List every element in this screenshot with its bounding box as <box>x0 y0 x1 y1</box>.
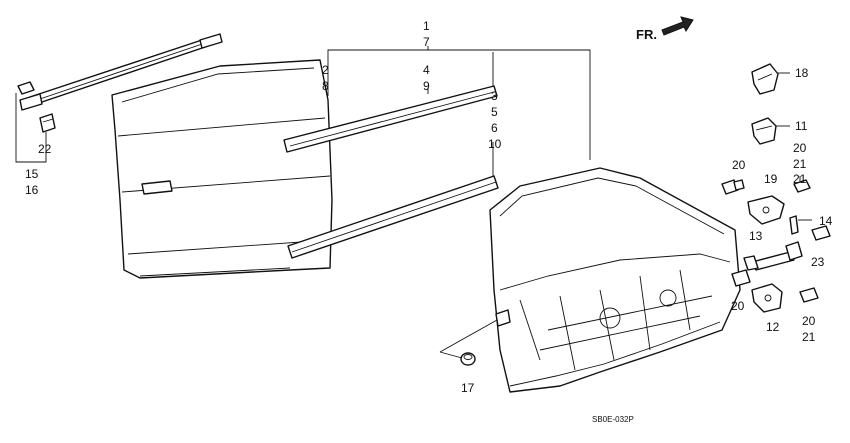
callout-20-b: 20 <box>732 158 746 172</box>
callout-7: 7 <box>423 35 430 49</box>
hinge-part-19 <box>747 195 785 225</box>
callout-21-a: 21 <box>793 157 807 171</box>
callout-15: 15 <box>25 167 39 181</box>
hinge-part-18 <box>751 63 779 95</box>
grommet-17 <box>460 352 476 366</box>
lower-sill-strip <box>287 175 499 259</box>
door-outer-panel <box>111 59 333 279</box>
callout-3: 3 <box>491 89 498 103</box>
callout-1: 1 <box>423 19 430 33</box>
hinge-part-11 <box>751 117 777 145</box>
clip-part <box>17 81 56 133</box>
bolt-20-upper <box>721 179 745 195</box>
front-direction-label: FR. <box>636 27 657 42</box>
callout-9: 9 <box>423 79 430 93</box>
leader-17 <box>439 319 498 359</box>
callout-6: 6 <box>491 121 498 135</box>
callout-12: 12 <box>766 320 780 334</box>
callout-20-d: 20 <box>802 314 816 328</box>
door-inner-shell <box>489 167 741 393</box>
leader-15-16 <box>15 93 47 163</box>
callout-10: 10 <box>488 137 502 151</box>
callout-8: 8 <box>322 79 329 93</box>
callout-18: 18 <box>795 66 809 80</box>
callout-14: 14 <box>819 214 833 228</box>
bolt-21-upper <box>793 176 811 193</box>
outer-weatherstrip-upper <box>19 33 223 111</box>
callout-22: 22 <box>38 142 52 156</box>
callout-20-a: 20 <box>793 141 807 155</box>
callout-13: 13 <box>749 229 763 243</box>
callout-16: 16 <box>25 183 39 197</box>
bolt-23 <box>811 225 831 241</box>
inner-weatherstrip-belt <box>283 85 498 153</box>
door-checker-13 <box>743 241 803 271</box>
callout-11: 11 <box>795 119 808 133</box>
callout-numbers: 1 7 2 8 4 9 3 5 6 10 15 16 22 17 18 11 2… <box>25 19 833 395</box>
callout-21-c: 21 <box>802 330 816 344</box>
bolt-20-middle <box>731 269 751 287</box>
callout-19: 19 <box>764 172 778 186</box>
front-arrow-icon <box>661 16 694 36</box>
callout-20-c: 20 <box>731 299 745 313</box>
bolt-20-lower <box>799 287 819 303</box>
drawing-code: SB0E-032P <box>592 415 634 424</box>
front-direction-indicator: FR. <box>636 16 694 42</box>
callout-4: 4 <box>423 63 430 77</box>
hinge-part-12 <box>751 283 783 313</box>
callout-2: 2 <box>322 63 329 77</box>
callout-21-b: 21 <box>793 172 807 186</box>
callout-17: 17 <box>461 381 475 395</box>
callout-leaders <box>327 46 591 176</box>
callout-23: 23 <box>811 255 825 269</box>
callout-5: 5 <box>491 105 498 119</box>
pin-14 <box>789 215 799 235</box>
